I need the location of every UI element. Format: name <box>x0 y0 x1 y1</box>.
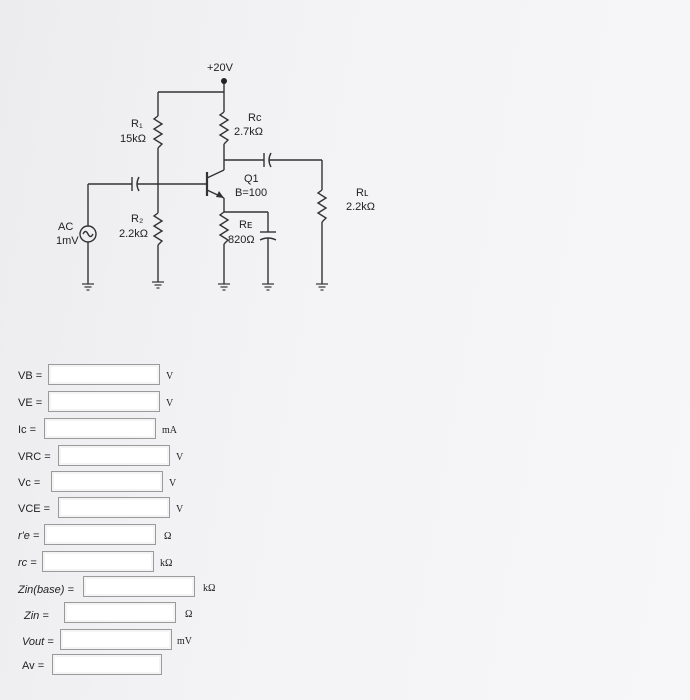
ve-input[interactable] <box>48 391 160 412</box>
vc-input[interactable] <box>51 471 163 492</box>
ground-icon <box>262 283 274 291</box>
vb-input[interactable] <box>48 364 160 385</box>
re-prime-unit: Ω <box>164 531 172 542</box>
ground-icon <box>316 283 328 291</box>
ve-label: VE = <box>18 397 43 409</box>
r2-resistor-symbol <box>152 212 164 246</box>
rl-name: Rʟ <box>356 187 369 199</box>
zin-input[interactable] <box>64 602 176 623</box>
re-resistor-symbol <box>218 211 230 245</box>
zin-unit: Ω <box>185 609 193 620</box>
ic-label: Ic = <box>18 424 37 436</box>
source-name: AC <box>58 221 73 233</box>
av-input[interactable] <box>52 654 162 675</box>
vce-label: VCE = <box>18 503 51 515</box>
vce-input[interactable] <box>58 497 170 518</box>
rc-ac-label: rc = <box>18 557 37 569</box>
zin-base-unit: kΩ <box>203 583 216 594</box>
r2-name: R₂ <box>131 213 143 225</box>
vrc-label: VRC = <box>18 451 51 463</box>
ic-input[interactable] <box>44 418 156 439</box>
vce-unit: V <box>176 504 184 515</box>
re-name: Rᴇ <box>239 219 252 231</box>
re-prime-label: r'e = <box>18 530 40 542</box>
vc-label: Vc = <box>18 477 41 489</box>
zin-label: Zin = <box>24 610 49 622</box>
ground-icon <box>152 281 164 289</box>
rl-value: 2.2kΩ <box>346 201 375 213</box>
source-value: 1mV <box>56 235 79 247</box>
r1-value: 15kΩ <box>120 133 146 145</box>
vb-label: VB = <box>18 370 43 382</box>
r1-name: R₁ <box>131 118 143 130</box>
vout-unit: mV <box>177 636 192 647</box>
supply-label: +20V <box>207 62 234 74</box>
rc-ac-unit: kΩ <box>160 558 173 569</box>
vrc-unit: V <box>176 452 184 463</box>
vrc-input[interactable] <box>58 445 170 466</box>
zin-base-input[interactable] <box>83 576 195 597</box>
ic-unit: mA <box>162 425 177 436</box>
vout-input[interactable] <box>60 629 172 650</box>
rc-name: Rᴄ <box>248 112 262 124</box>
rc-value: 2.7kΩ <box>234 126 263 138</box>
rc-ac-input[interactable] <box>42 551 154 572</box>
zin-base-label: Zin(base) = <box>18 584 74 596</box>
sine-wave-icon <box>82 230 94 238</box>
av-label: Av = <box>22 660 45 672</box>
re-value: 820Ω <box>228 234 255 246</box>
r2-value: 2.2kΩ <box>119 228 148 240</box>
q1-beta: B=100 <box>235 187 267 199</box>
ground-icon <box>218 283 230 291</box>
vb-unit: V <box>166 371 174 382</box>
vout-label: Vout = <box>22 636 54 648</box>
rc-resistor-symbol <box>218 111 230 145</box>
ve-unit: V <box>166 398 174 409</box>
rl-resistor-symbol <box>316 189 328 223</box>
circuit-schematic: +20V R₁ 15kΩ R₂ 2.2kΩ Rᴄ 2.7kΩ Q1 B=100 … <box>56 62 375 291</box>
r1-resistor-symbol <box>152 115 164 149</box>
re-prime-input[interactable] <box>44 524 156 545</box>
supply-node-dot <box>221 78 227 84</box>
vc-unit: V <box>169 478 177 489</box>
emitter-arrow-icon <box>216 191 224 198</box>
transistor-collector-lead <box>206 169 225 179</box>
ground-icon <box>82 283 94 291</box>
q1-name: Q1 <box>244 173 259 185</box>
